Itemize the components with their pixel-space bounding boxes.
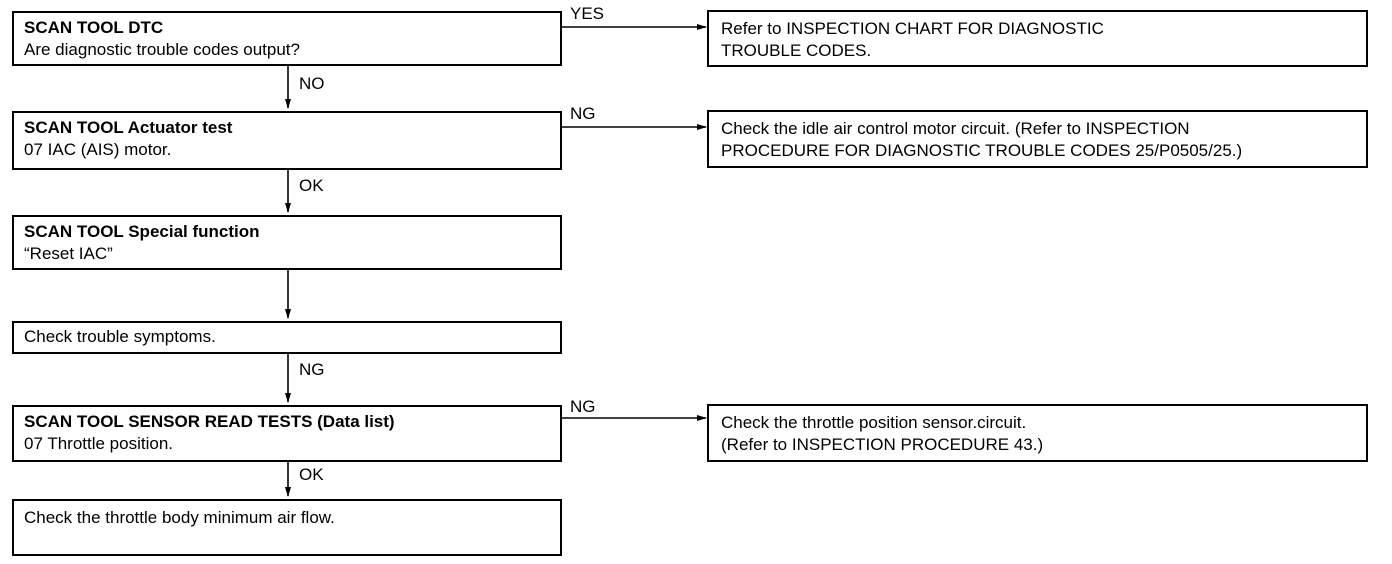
result-text-line2: PROCEDURE FOR DIAGNOSTIC TROUBLE CODES 2…: [721, 141, 1243, 160]
step-sensor-read-tests: SCAN TOOL SENSOR READ TESTS (Data list) …: [12, 405, 562, 462]
step-scan-tool-dtc: SCAN TOOL DTC Are diagnostic trouble cod…: [12, 11, 562, 66]
result-text-line2: (Refer to INSPECTION PROCEDURE 43.): [721, 435, 1044, 454]
step-heading: SCAN TOOL Actuator test: [24, 118, 233, 137]
step-text: Are diagnostic trouble codes output?: [24, 40, 300, 59]
step-text: 07 Throttle position.: [24, 434, 173, 453]
edge-label-ng: NG: [299, 360, 325, 379]
result-inspection-chart: Refer to INSPECTION CHART FOR DIAGNOSTIC…: [707, 10, 1368, 67]
edge-label-ng: NG: [570, 397, 596, 416]
step-actuator-test: SCAN TOOL Actuator test 07 IAC (AIS) mot…: [12, 111, 562, 170]
step-text: 07 IAC (AIS) motor.: [24, 140, 172, 159]
step-heading: SCAN TOOL DTC: [24, 18, 164, 37]
step-check-minimum-air-flow: Check the throttle body minimum air flow…: [12, 499, 562, 556]
result-text-line2: TROUBLE CODES.: [721, 41, 872, 60]
result-text-line1: Check the idle air control motor circuit…: [721, 119, 1190, 138]
edge-label-ok: OK: [299, 176, 324, 195]
edge-label-ok: OK: [299, 465, 324, 484]
result-text-line1: Check the throttle position sensor.circu…: [721, 413, 1027, 432]
edge-label-ng: NG: [570, 104, 596, 123]
result-text-line1: Refer to INSPECTION CHART FOR DIAGNOSTIC: [721, 19, 1104, 38]
step-text: “Reset IAC”: [24, 244, 113, 263]
edge-label-no: NO: [299, 74, 325, 93]
step-heading: SCAN TOOL SENSOR READ TESTS (Data list): [24, 412, 395, 431]
step-text: Check the throttle body minimum air flow…: [24, 508, 335, 527]
result-check-tps-circuit: Check the throttle position sensor.circu…: [707, 404, 1368, 462]
result-check-iac-circuit: Check the idle air control motor circuit…: [707, 110, 1368, 168]
step-check-trouble-symptoms: Check trouble symptoms.: [12, 321, 562, 354]
edge-label-yes: YES: [570, 4, 605, 23]
step-text: Check trouble symptoms.: [24, 327, 216, 346]
step-special-function: SCAN TOOL Special function “Reset IAC”: [12, 215, 562, 270]
step-heading: SCAN TOOL Special function: [24, 222, 260, 241]
